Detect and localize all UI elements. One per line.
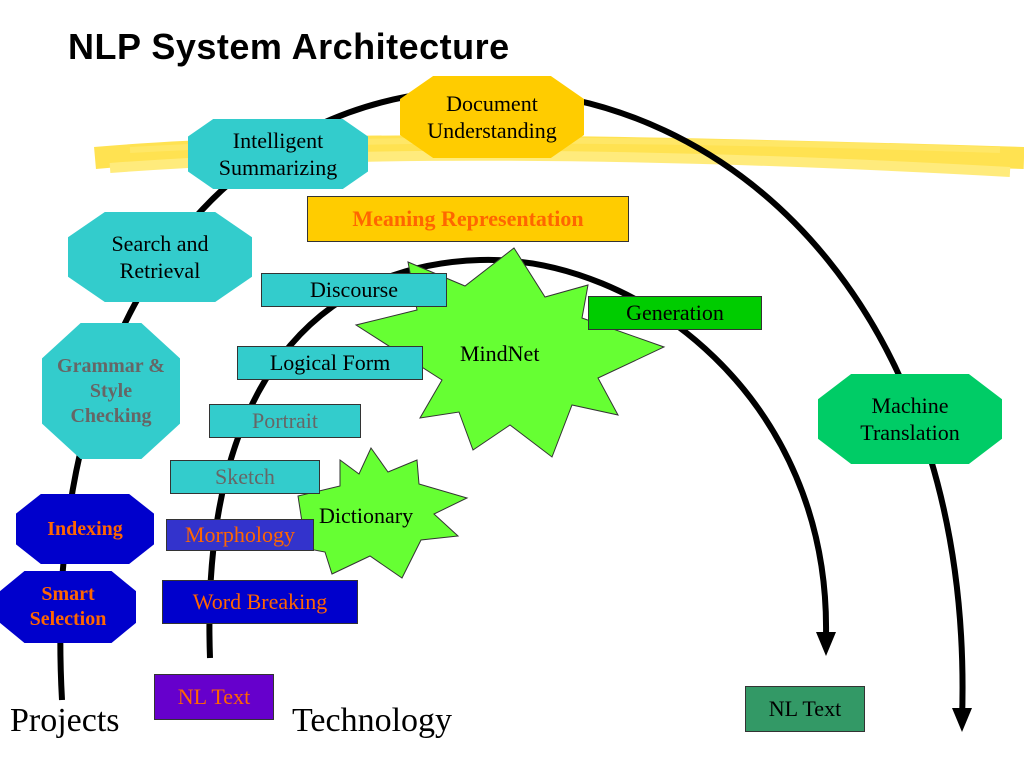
nl-text-right-label: NL Text bbox=[768, 695, 842, 721]
generation-box: Generation bbox=[588, 296, 762, 330]
logical-form-label: Logical Form bbox=[269, 349, 391, 375]
search-and-retrieval-node: Search and Retrieval bbox=[68, 212, 252, 302]
portrait-label: Portrait bbox=[252, 407, 318, 433]
meaning-representation-box: Meaning Representation bbox=[307, 196, 629, 242]
technology-label: Technology bbox=[292, 702, 453, 739]
portrait-box: Portrait bbox=[209, 404, 361, 438]
grammar-style-checking-label: Grammar & Style Checking bbox=[57, 354, 165, 427]
word-breaking-box: Word Breaking bbox=[162, 580, 358, 624]
discourse-box: Discourse bbox=[261, 273, 447, 307]
inner-arrowhead bbox=[816, 632, 836, 656]
machine-translation-node: Machine Translation bbox=[818, 374, 1002, 464]
grammar-style-checking-node: Grammar & Style Checking bbox=[42, 323, 180, 459]
discourse-label: Discourse bbox=[310, 276, 398, 302]
meaning-representation-label: Meaning Representation bbox=[352, 205, 584, 231]
intelligent-summarizing-node: Intelligent Summarizing bbox=[188, 119, 368, 189]
machine-translation-label: Machine Translation bbox=[860, 392, 960, 446]
projects-label: Projects bbox=[10, 702, 120, 739]
search-and-retrieval-label: Search and Retrieval bbox=[111, 230, 209, 284]
generation-label: Generation bbox=[626, 299, 724, 325]
morphology-box: Morphology bbox=[166, 519, 314, 551]
intelligent-summarizing-label: Intelligent Summarizing bbox=[218, 127, 338, 181]
nl-text-right-box: NL Text bbox=[745, 686, 865, 732]
logical-form-box: Logical Form bbox=[237, 346, 423, 380]
mindnet-label: MindNet bbox=[460, 341, 540, 366]
dictionary-label: Dictionary bbox=[319, 503, 414, 528]
document-understanding-label: Document Understanding bbox=[427, 90, 557, 144]
morphology-label: Morphology bbox=[185, 521, 295, 547]
page-title: NLP System Architecture bbox=[68, 26, 510, 67]
document-understanding-node: Document Understanding bbox=[400, 76, 584, 158]
smart-selection-node: Smart Selection bbox=[0, 571, 136, 643]
nl-text-left-box: NL Text bbox=[154, 674, 274, 720]
smart-selection-label: Smart Selection bbox=[29, 583, 107, 630]
nl-text-left-label: NL Text bbox=[177, 683, 251, 709]
word-breaking-label: Word Breaking bbox=[192, 588, 328, 614]
sketch-label: Sketch bbox=[215, 463, 275, 489]
indexing-node: Indexing bbox=[16, 494, 154, 564]
outer-arrowhead bbox=[952, 708, 972, 732]
indexing-label: Indexing bbox=[47, 517, 123, 540]
sketch-box: Sketch bbox=[170, 460, 320, 494]
